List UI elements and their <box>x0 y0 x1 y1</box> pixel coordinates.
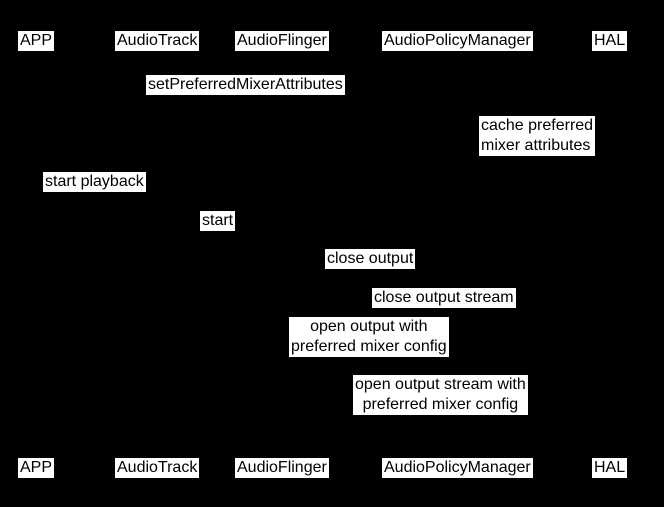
participant-audiotrack-bottom: AudioTrack <box>115 458 200 478</box>
participant-hal-bottom: HAL <box>592 458 628 478</box>
participant-app-bottom: APP <box>18 458 55 478</box>
participant-audiopolicymanager-top: AudioPolicyManager <box>382 31 533 51</box>
participant-audiopolicymanager-bottom: AudioPolicyManager <box>382 458 533 478</box>
message-line: preferred mixer config <box>362 396 519 413</box>
message-line: open output stream with <box>355 376 526 393</box>
message-start: start <box>200 211 236 231</box>
message-line: open output with <box>310 318 428 335</box>
message-line: mixer attributes <box>481 137 591 154</box>
message-line: cache preferred <box>481 117 594 134</box>
message-close-output: close output <box>325 249 416 269</box>
participant-audiotrack-top: AudioTrack <box>115 31 200 51</box>
participant-app-top: APP <box>18 31 55 51</box>
message-open-output-with-preferred-mixer-config: open output with preferred mixer config <box>289 317 449 357</box>
participant-audioflinger-bottom: AudioFlinger <box>235 458 329 478</box>
message-set-preferred-mixer-attributes: setPreferredMixerAttributes <box>146 75 345 95</box>
participant-hal-top: HAL <box>592 31 628 51</box>
message-start-playback: start playback <box>43 172 146 192</box>
message-cache-preferred-mixer-attributes: cache preferred mixer attributes <box>479 116 596 156</box>
participant-audioflinger-top: AudioFlinger <box>235 31 329 51</box>
message-close-output-stream: close output stream <box>372 288 516 308</box>
message-line: preferred mixer config <box>291 338 447 355</box>
message-open-output-stream-with-preferred-mixer-config: open output stream with preferred mixer … <box>353 375 528 415</box>
